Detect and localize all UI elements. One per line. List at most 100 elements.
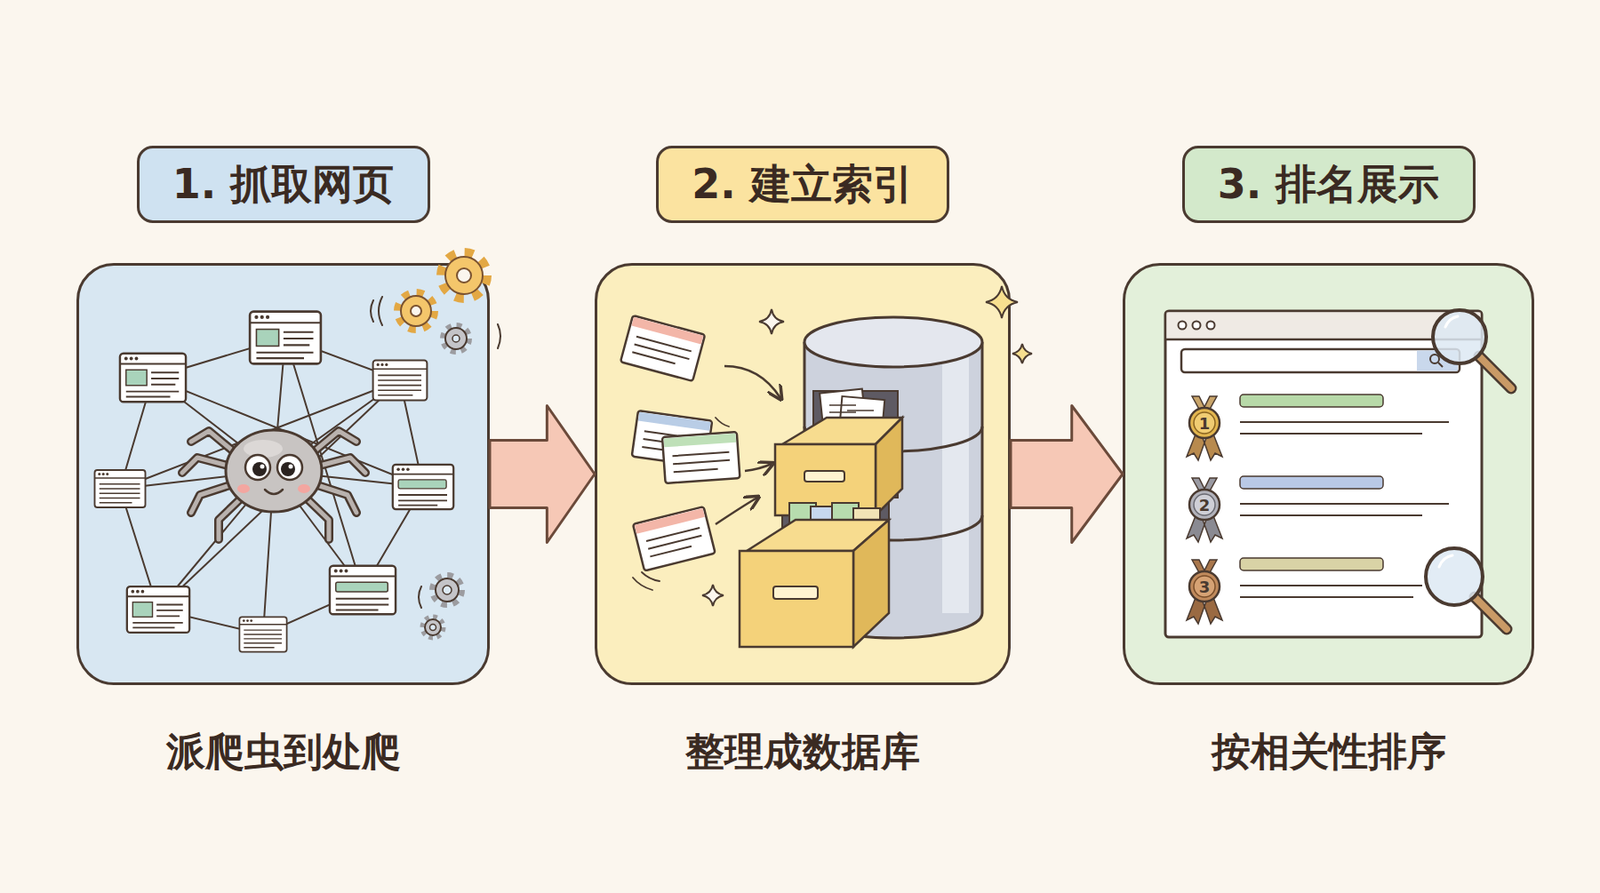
spider-crawler-part [243,440,283,458]
gear-icon-part-part [442,585,452,595]
step-panel: 3. 排名展示按相关性排序 [1122,263,1535,686]
rank-medal-part-part [1186,432,1223,461]
gear-icon-part-part [442,325,470,352]
file-drawer-part [853,508,880,532]
gear-icon-part-part [440,252,488,299]
gear-icon-part-part [410,305,422,317]
file-drawer-part [746,520,889,552]
gear-icon-part-part [435,578,459,602]
magnifier-icon-part [1474,597,1507,630]
web-page-icon-part [120,353,186,403]
index-card-part-part [646,528,704,557]
index-card-part-part [632,410,712,467]
step-caption: 按相关性排序 [1089,726,1568,779]
gear-icon-part-part [445,256,483,295]
sparkle-star-part [985,286,1018,319]
rank-medal-part-part [1192,560,1217,576]
magnifier-icon-part [1425,548,1483,606]
rank-medal-part-part [1186,513,1223,543]
result-entry-part [1240,585,1423,598]
browser-window-part [1430,354,1440,364]
index-card-part [715,497,758,525]
index-card-part [632,506,716,571]
file-drawer-part [773,586,818,600]
index-card-part-part [664,433,737,448]
database-cylinder-part [804,317,983,368]
file-drawer-part [829,405,874,420]
spider-crawler-part [252,462,267,477]
spider-crawler-part [260,464,265,470]
file-drawer-part [838,396,886,448]
index-card [620,315,781,591]
file-drawer-part [819,389,868,446]
index-card-part-part [638,412,712,432]
gear-icon-part [440,252,488,299]
rank-medal-part-part [1192,396,1217,413]
gear-icon-part-part [430,624,437,632]
index-card-part-part [631,317,704,345]
file-drawer-part [782,417,903,445]
flow-arrow-group [1010,406,1123,544]
result-entry [1240,394,1449,598]
index-card-part-part [632,336,691,368]
browser-window-part [1165,338,1482,342]
gear-icon-part [397,292,435,330]
step-heading: 2. 建立索引 [656,145,950,224]
gear-icon-part-part [456,268,472,283]
index-card-part-part [672,452,731,472]
step-panel: 1. 抓取网页派爬虫到处爬 [76,263,490,686]
file-drawer-part [739,551,854,648]
spider-crawler-part [277,455,303,480]
crawler-web [120,337,424,635]
step-caption: 派爬虫到处爬 [43,726,523,779]
gear-icon-part [432,575,463,606]
flow-arrow-group [489,406,595,544]
browser-window-part [1167,312,1481,340]
gear-icon-part-part [397,292,435,330]
rank-medal-part-part [1193,412,1216,434]
sparkle-star [702,286,1032,607]
index-card-part-part [641,431,701,456]
gear-icon-part [422,616,444,639]
gear-icon-part-part [422,616,444,639]
sparkle-star-part [1012,344,1032,364]
result-entry-part [1240,422,1449,434]
rank-medal-part-part [1192,478,1217,495]
database-cylinder-part [804,342,983,639]
file-drawer-part [775,444,876,516]
magnifier-icon-part [1445,316,1458,328]
file-drawer-part [789,503,816,530]
flow-arrow [1010,406,1123,544]
database-cylinder [782,317,983,639]
browser-window-part [1207,321,1216,330]
browser-window-part [1416,351,1458,372]
index-card-part-part [620,315,705,382]
spider-crawler-part [237,484,250,494]
gear-icon-part-part [445,328,467,350]
gear-icon-part [442,325,470,352]
gear-icon [370,252,501,639]
magnifier-icon-part [1474,597,1507,630]
spider-crawler-part [264,489,283,495]
web-page-icon-part [95,470,146,508]
spider-crawler-part [245,455,271,480]
web-page-icon-part [127,586,190,633]
browser-window-part [1438,362,1443,368]
rank-medal-part-part [1189,489,1220,520]
index-card-part-part [632,506,716,571]
file-drawer-part [804,471,845,482]
magnifier-icon [1425,310,1512,630]
browser-window [1165,311,1482,638]
spider-crawler-part [182,431,366,540]
gear-icon-part-part [424,619,441,636]
file-drawer-part [832,503,859,530]
rank-medal-part [1186,560,1223,624]
database-cylinder-part [942,346,969,614]
web-page-icon [95,312,455,653]
rank-medal [1186,396,1223,624]
sparkle-star-part [759,309,784,335]
rank-medal-part-part [1189,571,1220,602]
web-page-icon-part [329,566,396,616]
